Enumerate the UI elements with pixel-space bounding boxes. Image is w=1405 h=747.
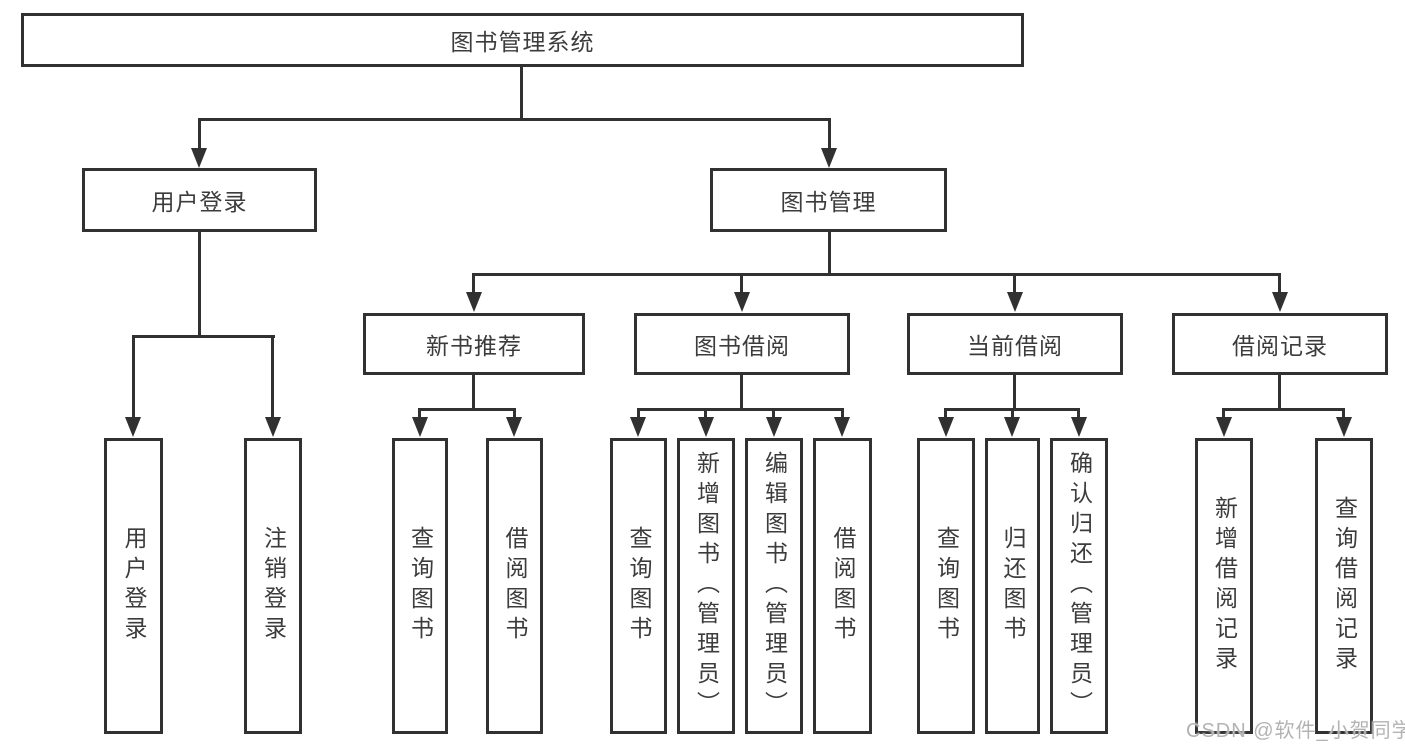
leaf-query-borrow-record: 查询借阅记录 bbox=[1315, 438, 1373, 734]
connector-drop bbox=[513, 408, 516, 419]
node-label: 借阅记录 bbox=[1232, 333, 1328, 359]
arrow-down-icon bbox=[191, 148, 207, 168]
node-label: 借阅图书 bbox=[830, 526, 856, 646]
connector-drop bbox=[1222, 408, 1225, 419]
connector-root-branch bbox=[198, 118, 831, 121]
node-label: 查询图书 bbox=[933, 526, 960, 646]
leaf-user-login: 用户登录 bbox=[104, 438, 163, 734]
connector-drop bbox=[704, 408, 707, 419]
arrow-down-icon bbox=[412, 417, 428, 437]
leaf-add-books-admin: 新增图书（管理员） bbox=[677, 438, 735, 734]
node-borrowing-records: 借阅记录 bbox=[1172, 313, 1388, 375]
node-label: 用户登录 bbox=[121, 526, 147, 646]
csdn-watermark: CSDN @软件_小贺同学 bbox=[1186, 720, 1405, 742]
connector-branch bbox=[637, 408, 844, 411]
connector-user-login-stem bbox=[198, 232, 201, 335]
connector-drop bbox=[828, 118, 831, 150]
node-library-management-system: 图书管理系统 bbox=[21, 13, 1024, 67]
leaf-confirm-return-admin: 确认归还（管理员） bbox=[1050, 438, 1108, 734]
arrow-down-icon bbox=[698, 417, 714, 437]
leaf-query-books: 查询图书 bbox=[392, 438, 448, 734]
arrow-down-icon bbox=[1272, 292, 1288, 312]
connector-user-login-branch bbox=[132, 335, 275, 338]
connector-drop bbox=[198, 118, 201, 150]
arrow-down-icon bbox=[506, 417, 522, 437]
node-book-borrowing: 图书借阅 bbox=[634, 313, 850, 375]
arrow-down-icon bbox=[265, 417, 281, 437]
connector-drop bbox=[944, 408, 947, 419]
node-label: 查询图书 bbox=[626, 526, 652, 646]
connector-drop bbox=[1342, 408, 1345, 419]
node-label: 归还图书 bbox=[1000, 526, 1026, 646]
node-book-management: 图书管理 bbox=[710, 168, 947, 232]
connector-drop bbox=[132, 335, 135, 419]
node-label: 注销登录 bbox=[260, 526, 287, 646]
connector-drop bbox=[418, 408, 421, 419]
arrow-down-icon bbox=[125, 417, 141, 437]
arrow-down-icon bbox=[630, 417, 646, 437]
arrow-down-icon bbox=[821, 148, 837, 168]
node-label: 图书管理 bbox=[780, 189, 877, 215]
connector-branch bbox=[1222, 408, 1345, 411]
arrow-down-icon bbox=[1216, 417, 1232, 437]
connector-branch bbox=[418, 408, 516, 411]
leaf-query-books: 查询图书 bbox=[610, 438, 667, 734]
arrow-down-icon bbox=[938, 417, 954, 437]
leaf-edit-books-admin: 编辑图书（管理员） bbox=[745, 438, 803, 734]
node-label: 编辑图书（管理员） bbox=[761, 451, 788, 721]
connector-root-stem bbox=[520, 67, 523, 118]
connector-drop bbox=[1011, 408, 1014, 419]
node-label: 借阅图书 bbox=[502, 526, 528, 646]
arrow-down-icon bbox=[834, 417, 850, 437]
leaf-add-borrow-record: 新增借阅记录 bbox=[1195, 438, 1253, 734]
connector-drop bbox=[740, 273, 743, 294]
arrow-down-icon bbox=[466, 292, 482, 312]
node-label: 用户登录 bbox=[151, 189, 248, 215]
connector-drop bbox=[1013, 273, 1016, 294]
arrow-down-icon bbox=[1336, 417, 1352, 437]
connector-book-mgmt-stem bbox=[828, 232, 831, 273]
node-new-book-recommend: 新书推荐 bbox=[363, 313, 585, 375]
node-label: 图书管理系统 bbox=[450, 29, 595, 55]
leaf-borrow-books: 借阅图书 bbox=[813, 438, 872, 734]
connector-drop bbox=[1278, 273, 1281, 294]
arrow-down-icon bbox=[1071, 417, 1087, 437]
connector-stem bbox=[1013, 375, 1016, 408]
leaf-return-books: 归还图书 bbox=[985, 438, 1040, 734]
node-label: 新书推荐 bbox=[426, 333, 522, 359]
leaf-logout: 注销登录 bbox=[244, 438, 302, 734]
node-label: 查询借阅记录 bbox=[1331, 496, 1358, 676]
connector-stem bbox=[1278, 375, 1281, 408]
node-label: 新增借阅记录 bbox=[1211, 496, 1238, 676]
connector-book-mgmt-branch bbox=[472, 273, 1281, 276]
connector-stem bbox=[472, 375, 475, 408]
node-label: 查询图书 bbox=[407, 526, 434, 646]
connector-drop bbox=[637, 408, 640, 419]
leaf-borrow-books: 借阅图书 bbox=[486, 438, 543, 734]
connector-drop bbox=[1077, 408, 1080, 419]
node-label: 新增图书（管理员） bbox=[693, 451, 720, 721]
arrow-down-icon bbox=[766, 417, 782, 437]
node-label: 图书借阅 bbox=[694, 333, 790, 359]
node-user-login: 用户登录 bbox=[82, 168, 317, 232]
connector-drop bbox=[472, 273, 475, 294]
connector-drop bbox=[772, 408, 775, 419]
connector-stem bbox=[740, 375, 743, 408]
node-label: 确认归还（管理员） bbox=[1066, 451, 1093, 721]
leaf-query-books: 查询图书 bbox=[917, 438, 975, 734]
connector-drop bbox=[271, 335, 274, 419]
connector-drop bbox=[841, 408, 844, 419]
arrow-down-icon bbox=[1004, 417, 1020, 437]
arrow-down-icon bbox=[1007, 292, 1023, 312]
node-current-borrowing: 当前借阅 bbox=[907, 313, 1123, 375]
arrow-down-icon bbox=[734, 292, 750, 312]
node-label: 当前借阅 bbox=[967, 333, 1063, 359]
